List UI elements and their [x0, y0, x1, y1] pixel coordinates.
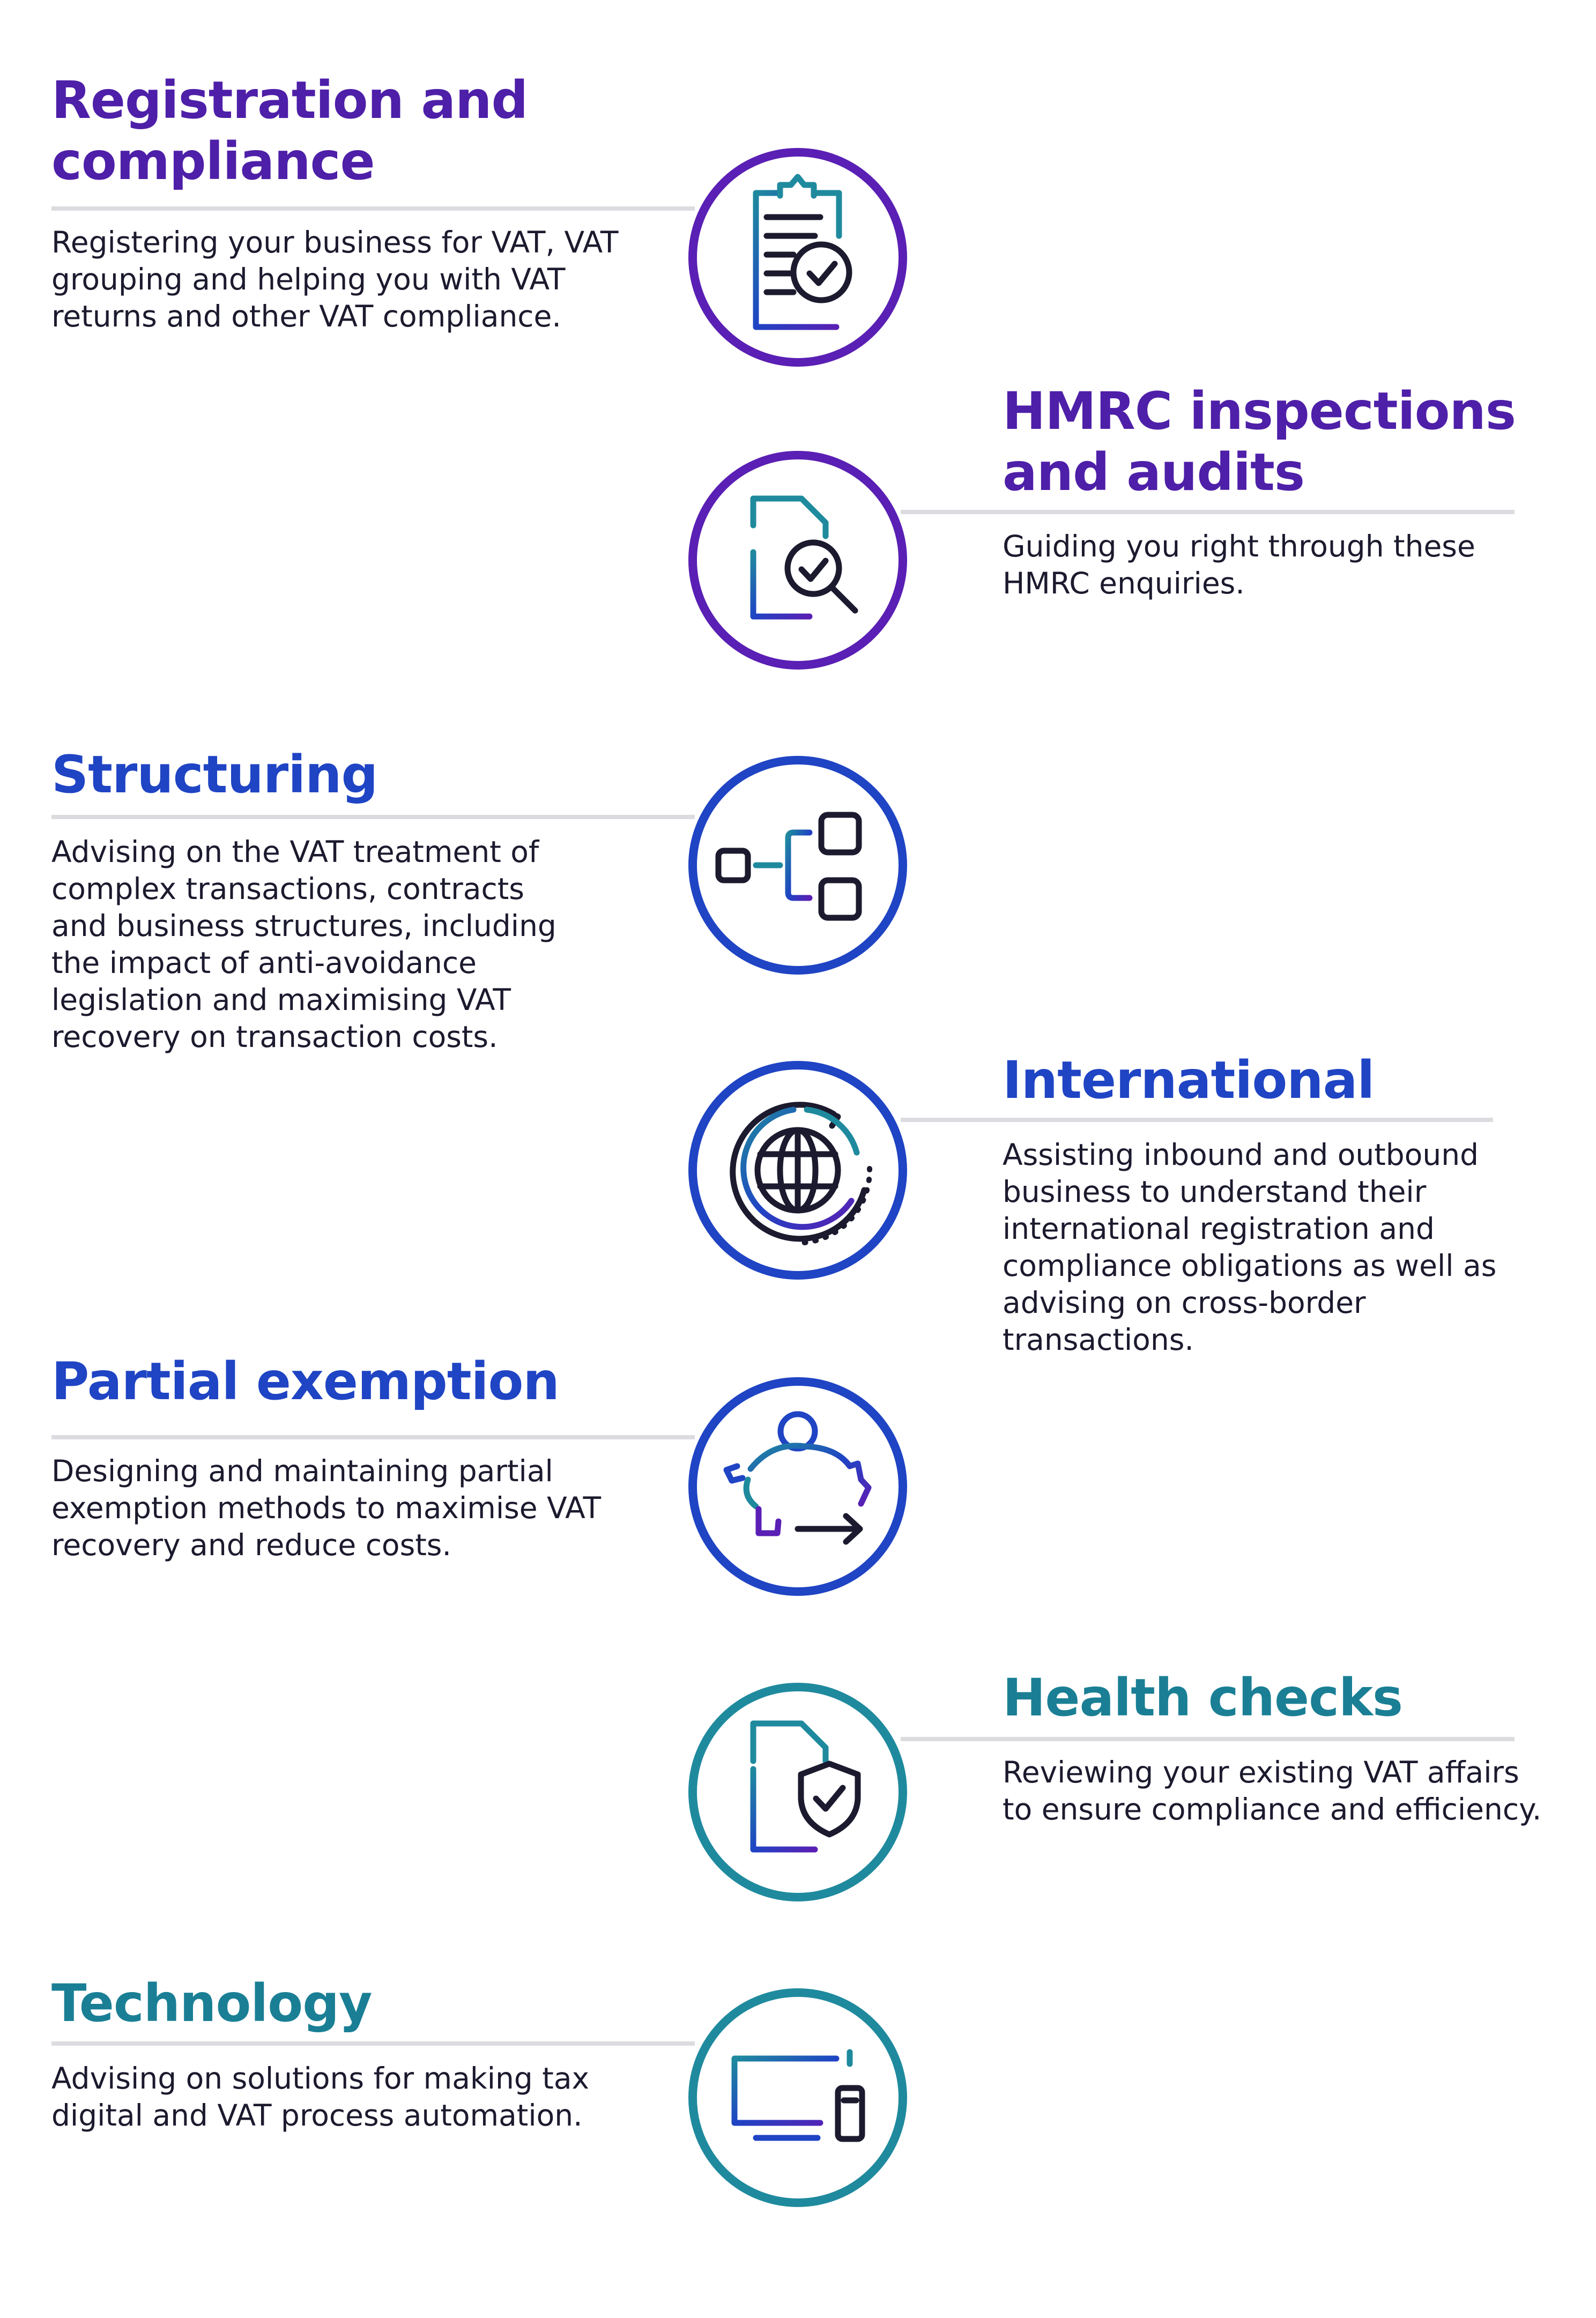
service-description: Designing and maintaining partial exempt… — [51, 1454, 602, 1562]
divider — [901, 510, 1515, 514]
step-circle-technology — [688, 1988, 907, 2207]
divider — [51, 2041, 695, 2046]
document-shield-icon — [750, 1720, 861, 1853]
service-hmrc: HMRC inspections and audits — [1003, 381, 1571, 503]
service-hmrc-description: Guiding you right through these HMRC enq… — [1003, 528, 1485, 602]
step-circle-registration — [688, 148, 907, 367]
step-circle-hmrc — [688, 451, 907, 670]
divider — [51, 206, 695, 211]
service-health-checks: Health checks — [1003, 1667, 1571, 1728]
service-title: Partial exemption — [51, 1351, 560, 1411]
service-title: Health checks — [1003, 1668, 1403, 1728]
service-title: HMRC inspections and audits — [1003, 381, 1516, 502]
computer-monitor-icon — [731, 2049, 865, 2142]
step-circle-partial-exemption — [688, 1377, 907, 1596]
service-technology: Technology — [51, 1973, 673, 2034]
service-description: Advising on the VAT treatment of complex… — [51, 835, 556, 1054]
service-description: Advising on solutions for making tax dig… — [51, 2061, 590, 2133]
service-title: International — [1003, 1050, 1375, 1110]
service-international: International — [1003, 1050, 1571, 1111]
service-structuring: Structuring — [51, 744, 673, 805]
service-description: Assisting inbound and outbound business … — [1003, 1138, 1497, 1357]
divider — [901, 1737, 1515, 1741]
service-technology-description: Advising on solutions for making tax dig… — [51, 2060, 604, 2134]
service-description: Guiding you right through these HMRC enq… — [1003, 529, 1475, 600]
divider — [51, 815, 695, 819]
service-registration: Registration and compliance — [51, 70, 673, 192]
org-structure-icon — [715, 812, 862, 921]
step-circle-international — [688, 1061, 907, 1280]
service-partial-exemption-description: Designing and maintaining partial exempt… — [51, 1453, 609, 1564]
clipboard-check-icon — [753, 174, 852, 330]
document-search-icon — [750, 495, 858, 620]
service-description: Reviewing your existing VAT affairs to e… — [1003, 1755, 1542, 1826]
service-title: Technology — [51, 1973, 373, 2033]
service-title: Registration and compliance — [51, 70, 528, 191]
service-registration-description: Registering your business for VAT, VAT g… — [51, 224, 620, 335]
step-circle-structuring — [688, 756, 907, 975]
piggy-bank-arrow-icon — [723, 1411, 872, 1545]
globe-cycle-icon — [730, 1102, 873, 1245]
service-health-checks-description: Reviewing your existing VAT affairs to e… — [1003, 1754, 1544, 1828]
divider — [51, 1435, 695, 1439]
service-description: Registering your business for VAT, VAT g… — [51, 225, 619, 333]
service-partial-exemption: Partial exemption — [51, 1351, 673, 1412]
step-circle-health-checks — [688, 1683, 907, 1901]
service-title: Structuring — [51, 745, 378, 805]
divider — [901, 1118, 1493, 1122]
service-international-description: Assisting inbound and outbound business … — [1003, 1136, 1512, 1358]
service-structuring-description: Advising on the VAT treatment of complex… — [51, 834, 588, 1056]
